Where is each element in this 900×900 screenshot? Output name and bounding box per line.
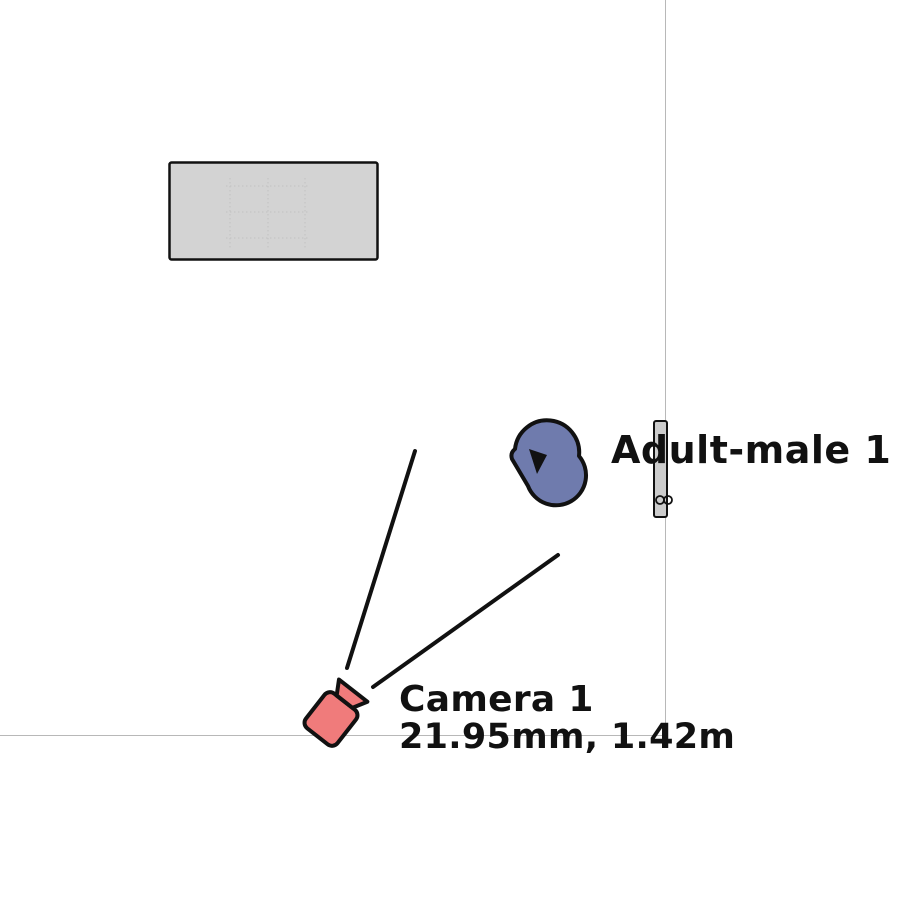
person-top-view-icon[interactable] (509, 418, 588, 508)
table-texture (226, 178, 308, 248)
actor-name-label: Adult-male 1 (611, 428, 892, 472)
camera-fov-right-line (371, 553, 560, 689)
door-prop[interactable] (653, 420, 673, 518)
camera-fov-left-line (345, 449, 417, 670)
camera-icon[interactable] (302, 677, 370, 748)
table-prop[interactable] (168, 161, 379, 261)
camera-lens-distance-label: 21.95mm, 1.42m (399, 717, 736, 757)
facing-direction-arrow (529, 449, 547, 474)
camera-name-label: Camera 1 (399, 679, 594, 720)
camera-lens (334, 677, 370, 710)
door-hinge (663, 495, 673, 505)
